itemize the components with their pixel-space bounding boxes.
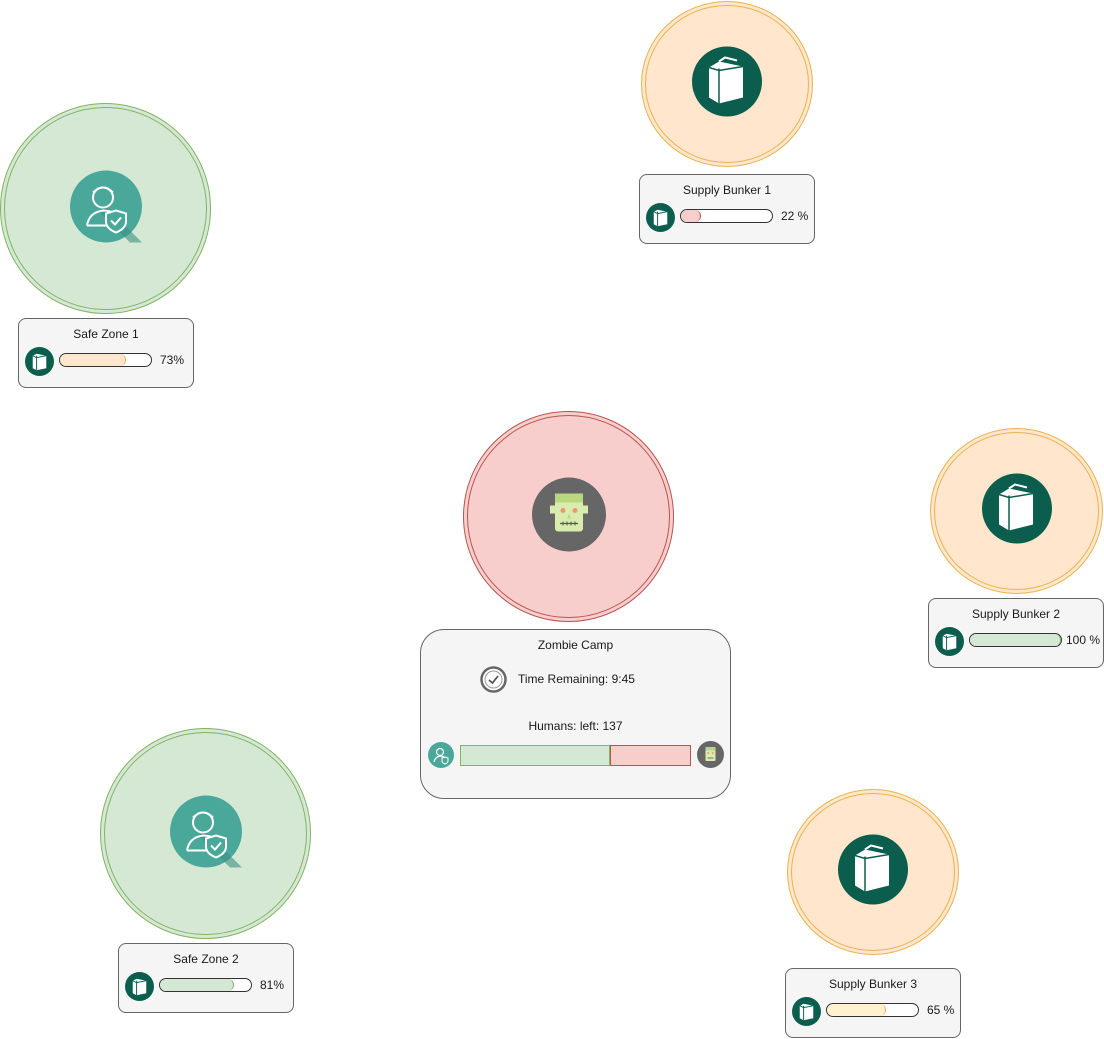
- safe-zone-1-node[interactable]: [0, 103, 211, 314]
- zombie-camp-node[interactable]: [463, 411, 674, 622]
- safe-zone-1-percent: 73%: [160, 353, 185, 367]
- safe-zone-2-progress-fill: [160, 979, 234, 991]
- zombie-face-icon: [531, 477, 606, 556]
- supply-bunker-2-title: Supply Bunker 2: [971, 607, 1061, 621]
- supply-bunker-2-percent: 100 %: [1066, 633, 1101, 647]
- supply-bunker-3-percent: 65 %: [927, 1003, 955, 1017]
- supply-bunker-3-inner-ring: [791, 793, 955, 951]
- supply-box-icon: [981, 473, 1052, 549]
- supply-bunker-1-progress-fill: [681, 210, 702, 222]
- safe-zone-1-title: Safe Zone 1: [73, 327, 139, 341]
- clock-icon: [480, 666, 507, 698]
- supply-bunker-1-progress-bar: [680, 209, 773, 223]
- supply-box-icon: [838, 834, 908, 910]
- supply-box-icon: [25, 347, 54, 381]
- supply-bunker-3-node[interactable]: [787, 789, 959, 955]
- humans-left: Humans: left: 137: [528, 719, 623, 733]
- humans-segment: [460, 745, 611, 766]
- zombie-camp-title: Zombie Camp: [537, 638, 614, 652]
- supply-bunker-2-node[interactable]: [930, 428, 1103, 594]
- supply-bunker-3-progress-bar: [826, 1003, 919, 1017]
- time-remaining: Time Remaining: 9:45: [518, 672, 635, 686]
- safe-zone-2-inner-ring: [104, 732, 307, 935]
- supply-bunker-2-inner-ring: [934, 432, 1099, 590]
- supply-box-icon: [692, 46, 762, 122]
- humans-vs-zombies-bar: [460, 745, 691, 766]
- safe-zone-2-progress-bar: [159, 978, 252, 992]
- safe-zone-1-progress-bar: [59, 353, 152, 367]
- supply-bunker-1-inner-ring: [645, 5, 809, 163]
- supply-box-icon: [935, 627, 964, 661]
- supply-box-icon: [646, 203, 675, 237]
- supply-box-icon: [792, 997, 821, 1031]
- supply-bunker-1-title: Supply Bunker 1: [682, 183, 772, 197]
- supply-bunker-3-card[interactable]: Supply Bunker 3 65 %: [785, 968, 961, 1038]
- supply-bunker-3-title: Supply Bunker 3: [828, 977, 918, 991]
- human-icon: [428, 742, 454, 773]
- supply-box-icon: [125, 972, 154, 1006]
- person-shield-icon: [69, 170, 142, 247]
- safe-zone-1-inner-ring: [4, 107, 207, 310]
- safe-zone-2-title: Safe Zone 2: [173, 952, 239, 966]
- zombies-segment: [610, 745, 691, 766]
- supply-bunker-3-progress-fill: [827, 1004, 887, 1016]
- supply-bunker-2-card[interactable]: Supply Bunker 2 100 %: [928, 598, 1104, 668]
- zombie-camp-card[interactable]: Zombie Camp Time Remaining: 9:45 Humans:…: [420, 629, 731, 799]
- supply-bunker-2-progress-bar: [969, 633, 1062, 647]
- safe-zone-2-percent: 81%: [260, 978, 285, 992]
- zombie-camp-inner-ring: [467, 415, 670, 618]
- supply-bunker-1-node[interactable]: [641, 1, 813, 167]
- safe-zone-1-progress-fill: [60, 354, 127, 366]
- person-shield-icon: [169, 795, 242, 872]
- safe-zone-1-card[interactable]: Safe Zone 1 73%: [18, 318, 194, 388]
- safe-zone-2-node[interactable]: [100, 728, 311, 939]
- zombie-face-icon: [697, 741, 724, 773]
- safe-zone-2-card[interactable]: Safe Zone 2 81%: [118, 943, 294, 1013]
- supply-bunker-1-card[interactable]: Supply Bunker 1 22 %: [639, 174, 815, 244]
- supply-bunker-2-progress-fill: [970, 634, 1061, 646]
- supply-bunker-1-percent: 22 %: [781, 209, 809, 223]
